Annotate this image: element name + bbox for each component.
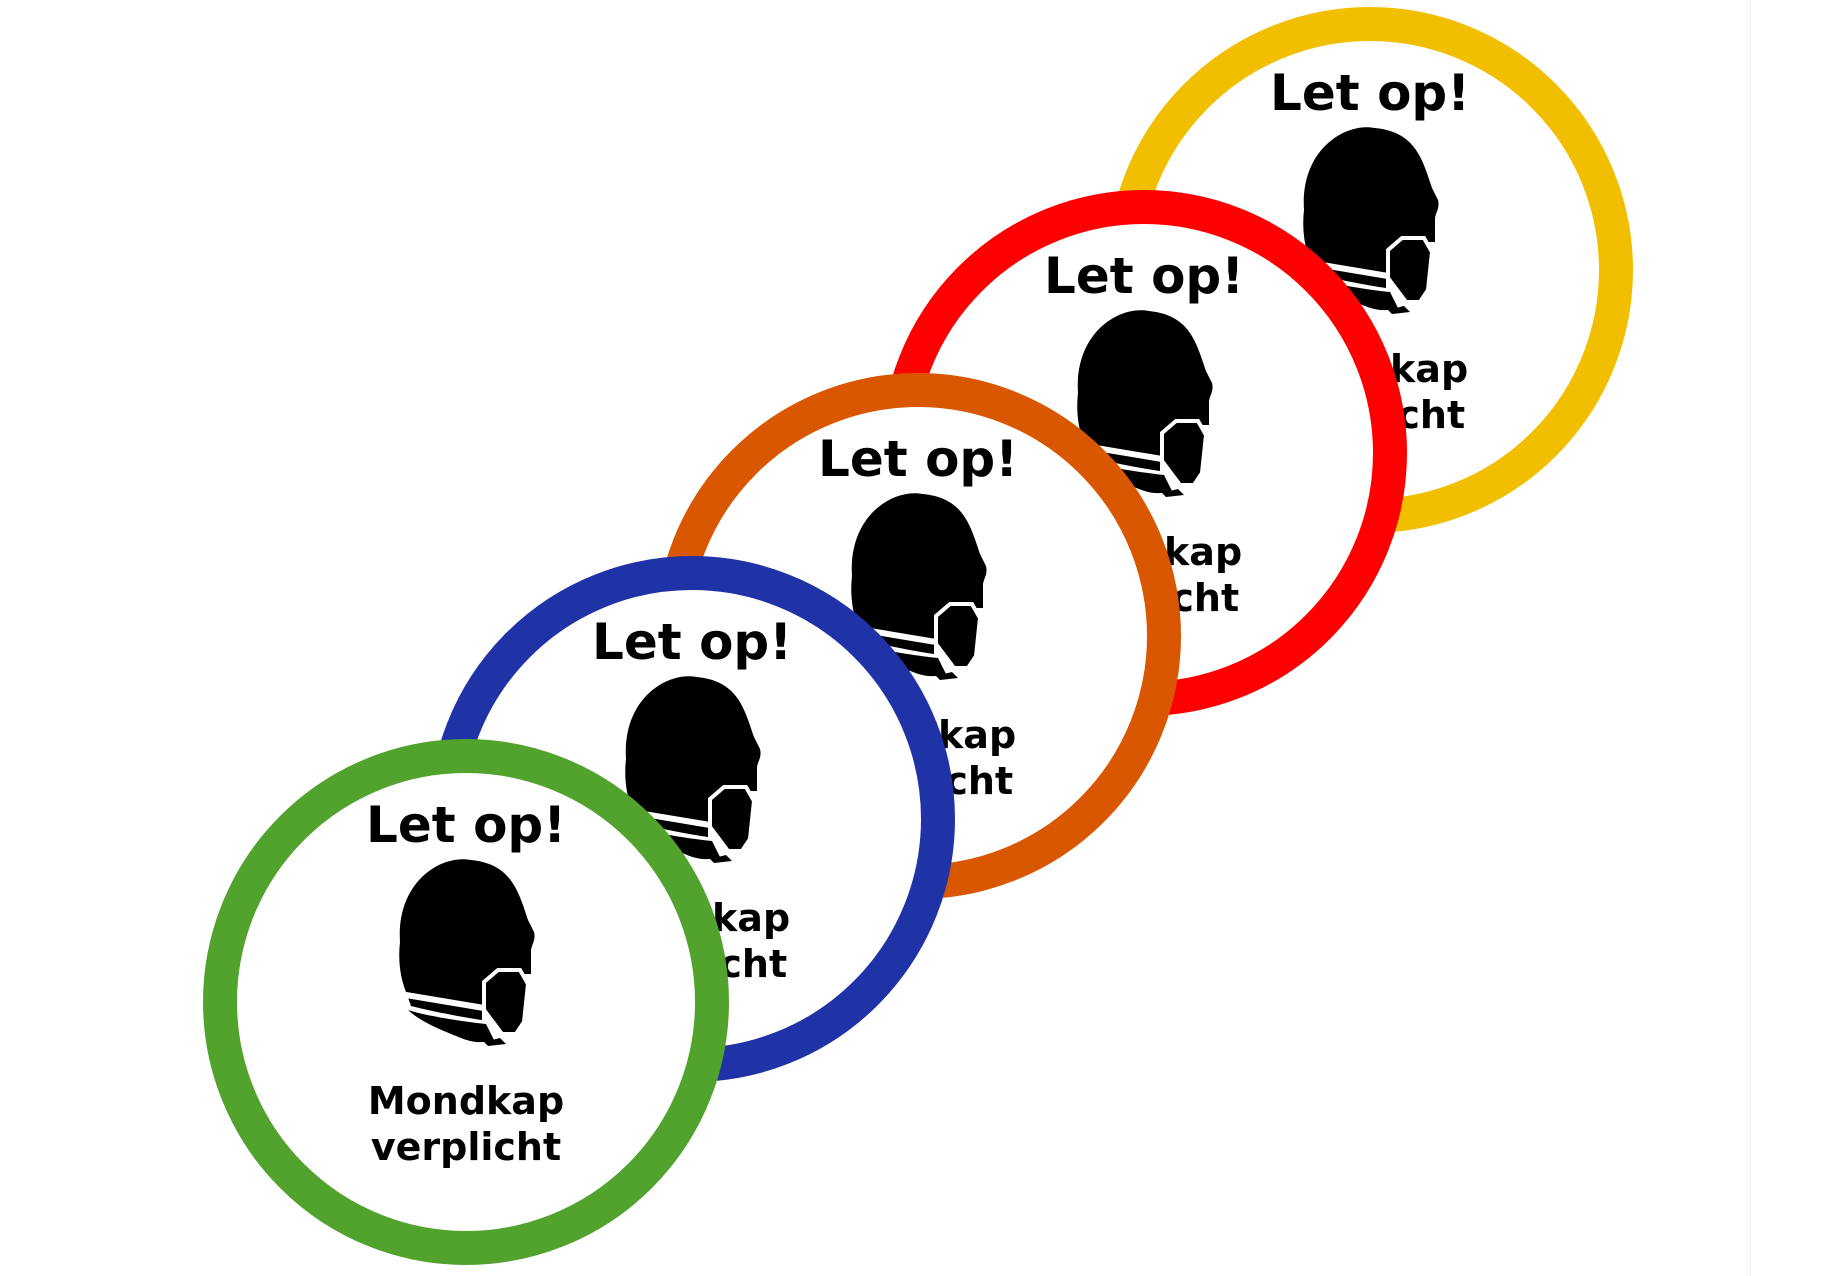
sign-heading: Let op!: [366, 796, 566, 854]
canvas-edge-line: [1750, 0, 1751, 1276]
sign-heading: Let op!: [1044, 247, 1244, 305]
sign-heading: Let op!: [1270, 64, 1470, 122]
sign-text-line-1: Mondkap: [368, 1079, 564, 1123]
sign-heading: Let op!: [818, 430, 1018, 488]
sign-heading: Let op!: [592, 613, 792, 671]
sign-text-line-2: verplicht: [371, 1125, 561, 1169]
